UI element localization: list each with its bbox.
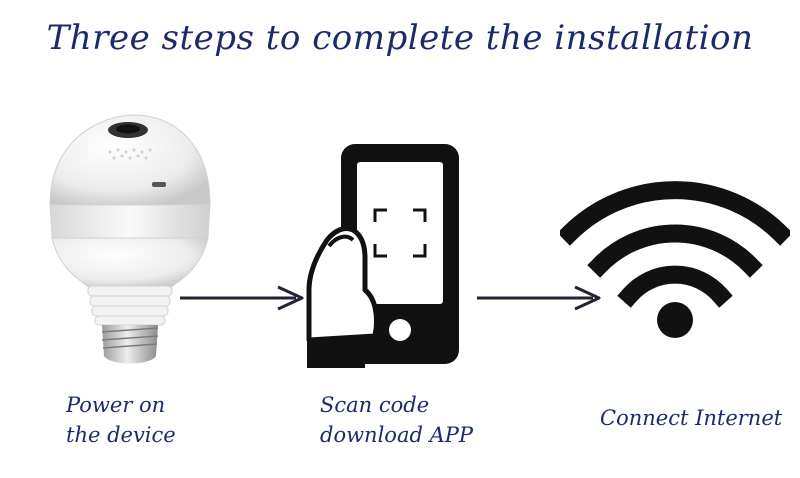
step-2-label-line-2: download APP: [320, 423, 474, 447]
step-1-label-line-2: the device: [66, 423, 176, 447]
arrow-right-icon: [180, 285, 304, 311]
page-title: Three steps to complete the installation: [46, 18, 754, 58]
phone-scan-icon: [306, 144, 459, 368]
step-2-label-line-1: Scan code: [320, 393, 430, 417]
camera-bulb-image: [49, 114, 211, 364]
wifi-icon: [560, 181, 790, 338]
step-3-label: Connect Internet: [600, 403, 782, 433]
step-2-label: Scan code download APP: [320, 390, 473, 450]
step-1-label: Power on the device: [66, 390, 176, 450]
step-1-label-line-1: Power on: [66, 393, 166, 417]
arrow-right-icon: [477, 285, 601, 311]
step-3-label-line-1: Connect Internet: [600, 406, 783, 430]
